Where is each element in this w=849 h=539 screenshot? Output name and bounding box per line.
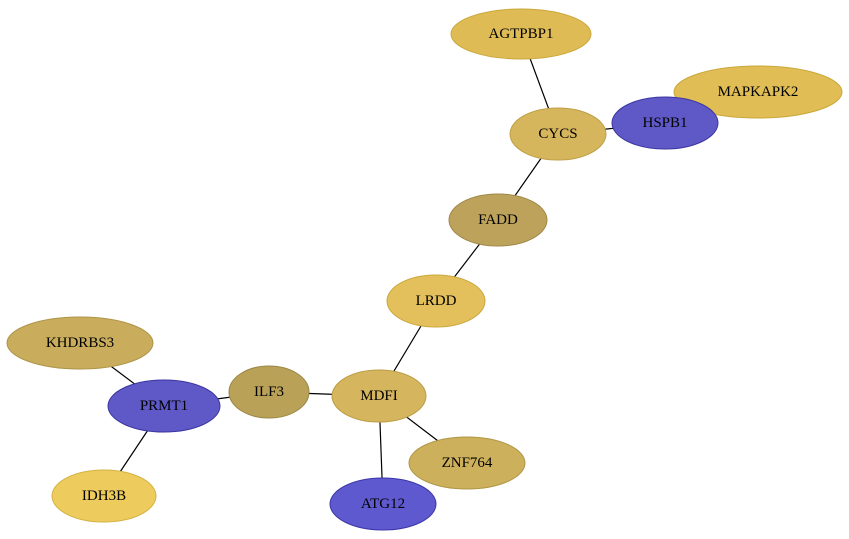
node-label-idh3b: IDH3B <box>82 488 126 504</box>
node-shape-khdrbs3[interactable] <box>6 316 154 370</box>
node-label-znf764: ZNF764 <box>442 455 493 471</box>
node-label-fadd: FADD <box>478 212 518 228</box>
node-shape-mdfi[interactable] <box>331 369 427 423</box>
node-label-prmt1: PRMT1 <box>140 398 188 414</box>
node-label-agtpbp1: AGTPBP1 <box>488 26 553 42</box>
node-prmt1[interactable]: PRMT1 <box>107 379 221 433</box>
node-shape-idh3b[interactable] <box>51 469 157 523</box>
node-shape-hspb1[interactable] <box>611 96 719 150</box>
node-hspb1[interactable]: HSPB1 <box>611 96 719 150</box>
node-znf764[interactable]: ZNF764 <box>408 436 526 490</box>
node-agtpbp1[interactable]: AGTPBP1 <box>450 8 592 60</box>
node-mdfi[interactable]: MDFI <box>331 369 427 423</box>
node-idh3b[interactable]: IDH3B <box>51 469 157 523</box>
node-atg12[interactable]: ATG12 <box>329 477 437 531</box>
node-label-hspb1: HSPB1 <box>642 115 687 131</box>
node-khdrbs3[interactable]: KHDRBS3 <box>6 316 154 370</box>
node-shape-mapkapk2[interactable] <box>673 65 843 119</box>
node-label-cycs: CYCS <box>538 126 577 142</box>
node-shape-ilf3[interactable] <box>228 365 310 419</box>
node-shape-atg12[interactable] <box>329 477 437 531</box>
node-label-lrdd: LRDD <box>416 293 457 309</box>
node-label-mdfi: MDFI <box>360 388 398 404</box>
node-label-khdrbs3: KHDRBS3 <box>46 335 114 351</box>
node-ilf3[interactable]: ILF3 <box>228 365 310 419</box>
node-label-mapkapk2: MAPKAPK2 <box>718 84 799 100</box>
node-mapkapk2[interactable]: MAPKAPK2 <box>673 65 843 119</box>
node-shape-lrdd[interactable] <box>386 274 486 328</box>
node-shape-cycs[interactable] <box>509 107 607 161</box>
node-lrdd[interactable]: LRDD <box>386 274 486 328</box>
node-shape-fadd[interactable] <box>448 193 548 247</box>
node-fadd[interactable]: FADD <box>448 193 548 247</box>
node-label-ilf3: ILF3 <box>254 384 284 400</box>
node-cycs[interactable]: CYCS <box>509 107 607 161</box>
node-label-atg12: ATG12 <box>361 496 405 512</box>
node-shape-prmt1[interactable] <box>107 379 221 433</box>
node-shape-agtpbp1[interactable] <box>450 8 592 60</box>
node-shape-znf764[interactable] <box>408 436 526 490</box>
